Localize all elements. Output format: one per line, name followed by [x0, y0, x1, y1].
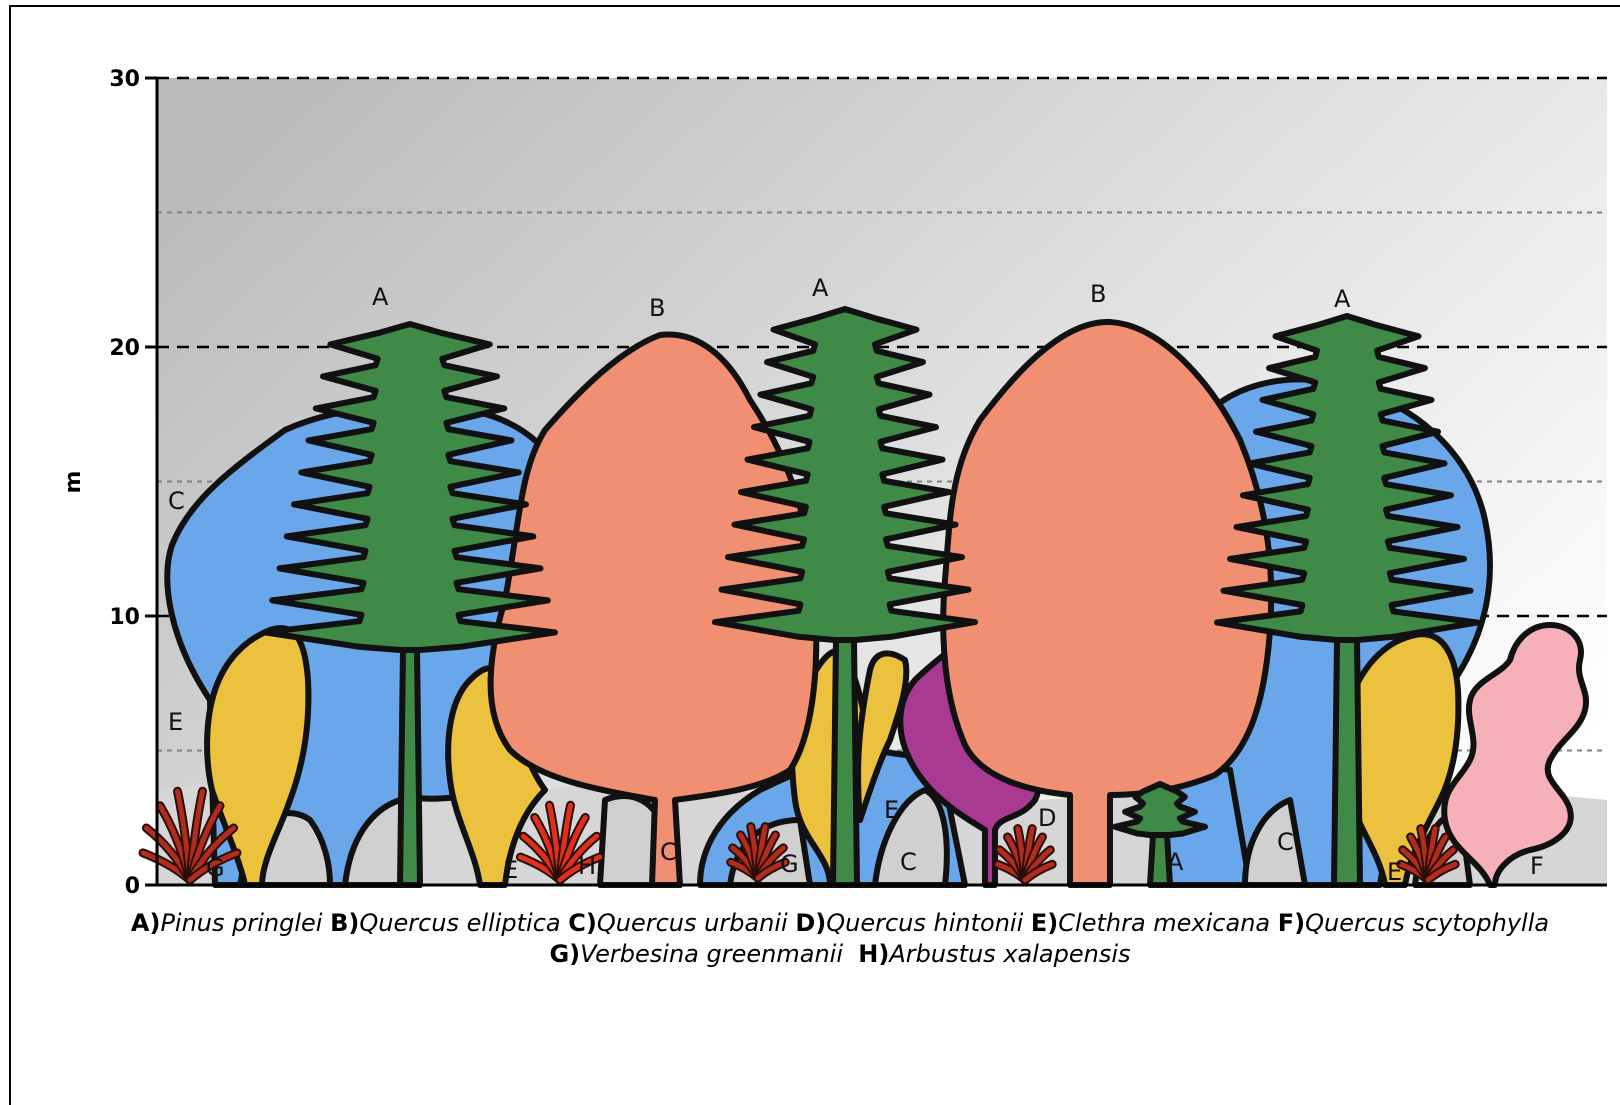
legend-item-h: H)Arbustus xalapensis	[858, 940, 1130, 968]
label-c2: C	[660, 838, 677, 866]
label-a1: A	[372, 283, 389, 311]
label-a4: A	[1167, 848, 1184, 876]
legend-item-g: G)Verbesina greenmanii	[549, 940, 843, 968]
legend-item-b: B)Quercus elliptica	[330, 909, 561, 937]
label-f1: F	[1530, 852, 1544, 880]
legend-item-c: C)Quercus urbanii	[568, 909, 787, 937]
legend-line-1: A)Pinus pringlei B)Quercus elliptica C)Q…	[60, 908, 1620, 939]
label-c4: C	[1277, 828, 1294, 856]
label-b1: B	[649, 294, 665, 322]
pine-trunk	[833, 640, 857, 885]
label-a3: A	[1334, 285, 1351, 313]
legend-line-2: G)Verbesina greenmanii H)Arbustus xalape…	[60, 939, 1620, 970]
y-tick-label: 0	[125, 874, 140, 899]
label-b2: B	[1090, 280, 1106, 308]
label-g1: G	[206, 854, 225, 882]
y-axis-label: m	[61, 471, 86, 494]
y-tick-label: 30	[109, 67, 140, 92]
label-e2: E	[503, 856, 518, 884]
legend-item-e: E)Clethra mexicana	[1031, 909, 1270, 937]
y-axis-ticks: 0 10 20 30	[109, 67, 157, 899]
label-h1: H	[578, 852, 596, 880]
pine-trunk	[1334, 640, 1360, 885]
label-e1: E	[168, 708, 183, 736]
legend-item-d: D)Quercus hintonii	[795, 909, 1023, 937]
y-tick-label: 20	[109, 336, 140, 361]
legend-item-f: F)Quercus scytophylla	[1278, 909, 1549, 937]
label-d1: D	[1038, 804, 1056, 832]
label-c1: C	[168, 487, 185, 515]
species-legend: A)Pinus pringlei B)Quercus elliptica C)Q…	[60, 908, 1620, 970]
pine-trunk	[400, 650, 420, 885]
label-e3: E	[884, 796, 899, 824]
legend-item-a: A)Pinus pringlei	[131, 909, 323, 937]
label-c3: C	[900, 848, 917, 876]
label-a2: A	[812, 274, 829, 302]
label-e4: E	[1387, 858, 1402, 886]
y-tick-label: 10	[109, 605, 140, 630]
label-g2: G	[780, 850, 799, 878]
